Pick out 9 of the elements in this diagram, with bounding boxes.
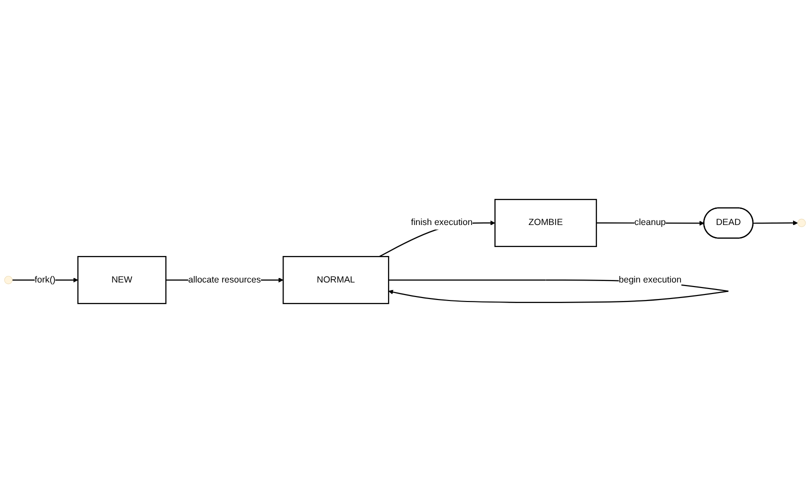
node-box bbox=[77, 256, 166, 304]
arrow bbox=[753, 220, 798, 226]
edge-label: allocate resources bbox=[188, 275, 261, 285]
edge-label: cleanup bbox=[634, 218, 666, 228]
edge-label: fork() bbox=[34, 275, 56, 285]
node-box bbox=[494, 198, 597, 248]
edge-label: begin execution bbox=[618, 275, 682, 285]
node-box bbox=[282, 256, 390, 304]
edge-label: finish execution bbox=[410, 218, 473, 228]
